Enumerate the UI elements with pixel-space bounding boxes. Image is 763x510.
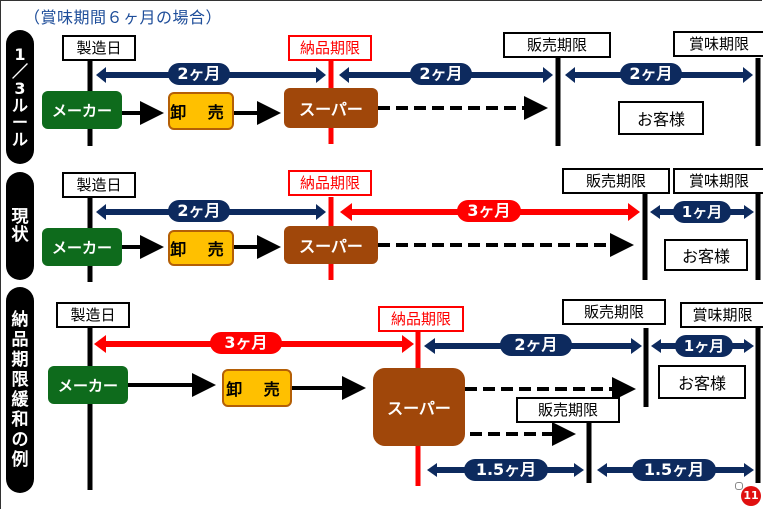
span-pill: 2ヶ月 [620, 63, 682, 85]
manufacture-date-label: 製造日 [62, 172, 136, 198]
section-label-relaxation-example: 納 品 期 限 緩 和 の 例 [6, 287, 34, 493]
customer-box: お客様 [664, 239, 748, 271]
side-label-char: ／ [11, 62, 28, 81]
side-label-char: ル [11, 96, 28, 115]
span-pill: 2ヶ月 [410, 63, 472, 85]
sales-deadline-label: 販売期限 [503, 32, 611, 58]
side-label-char: 期 [11, 350, 29, 370]
side-label-char: 3 [14, 79, 26, 98]
side-label-char: 納 [11, 310, 29, 330]
span-pill: 1.5ヶ月 [632, 459, 716, 481]
span-pill: 3ヶ月 [457, 200, 521, 222]
pin-icon [735, 482, 743, 490]
page-number-badge: 11 [741, 486, 761, 506]
side-label-char: 和 [11, 410, 29, 430]
side-label-char: 例 [11, 450, 29, 470]
span-pill: 2ヶ月 [168, 200, 230, 222]
wholesaler-box: 卸 売 [168, 92, 234, 130]
sales-deadline-label: 販売期限 [562, 299, 666, 325]
manufacture-date-label: 製造日 [62, 35, 136, 61]
customer-box: お客様 [618, 101, 704, 135]
span-pill: 1ヶ月 [675, 335, 733, 357]
best-before-label: 賞味期限 [680, 302, 763, 328]
wholesaler-box: 卸 売 [222, 369, 292, 407]
side-label-char: ー [11, 113, 28, 132]
supermarket-box: スーパー [373, 368, 465, 446]
span-pill: 1ヶ月 [673, 201, 731, 223]
span-pill: 3ヶ月 [210, 332, 282, 354]
side-label-char: 品 [11, 330, 29, 350]
side-label-char: 現 [11, 207, 29, 227]
side-label-char: 限 [11, 370, 29, 390]
maker-box: メーカー [48, 366, 128, 404]
delivery-deadline-label: 納品期限 [288, 170, 372, 196]
side-label-char: ル [11, 130, 28, 149]
side-label-char: 1 [14, 45, 26, 64]
best-before-label: 賞味期限 [673, 168, 763, 194]
side-label-char: の [11, 430, 29, 450]
span-pill: 2ヶ月 [500, 334, 572, 356]
wholesaler-box: 卸 売 [168, 230, 234, 266]
delivery-deadline-label: 納品期限 [378, 306, 464, 332]
manufacture-date-label: 製造日 [56, 302, 130, 328]
section-label-current: 現 状 [6, 172, 34, 280]
maker-box: メーカー [42, 91, 122, 129]
side-label-char: 緩 [11, 390, 29, 410]
supermarket-box: スーパー [284, 88, 378, 128]
section-label-one-third-rule: 1 ／ 3 ル ー ル [6, 30, 34, 164]
best-before-label: 賞味期限 [673, 31, 763, 57]
sales-deadline-alt-label: 販売期限 [516, 397, 620, 423]
span-pill: 2ヶ月 [168, 63, 230, 85]
side-label-char: 状 [11, 225, 29, 245]
maker-box: メーカー [42, 228, 122, 266]
customer-box: お客様 [658, 365, 746, 399]
sales-deadline-label: 販売期限 [562, 168, 670, 194]
span-pill: 1.5ヶ月 [464, 459, 548, 481]
page-title: （賞味期間６ヶ月の場合） [24, 8, 223, 27]
delivery-deadline-label: 納品期限 [288, 35, 372, 61]
supermarket-box: スーパー [284, 226, 378, 264]
